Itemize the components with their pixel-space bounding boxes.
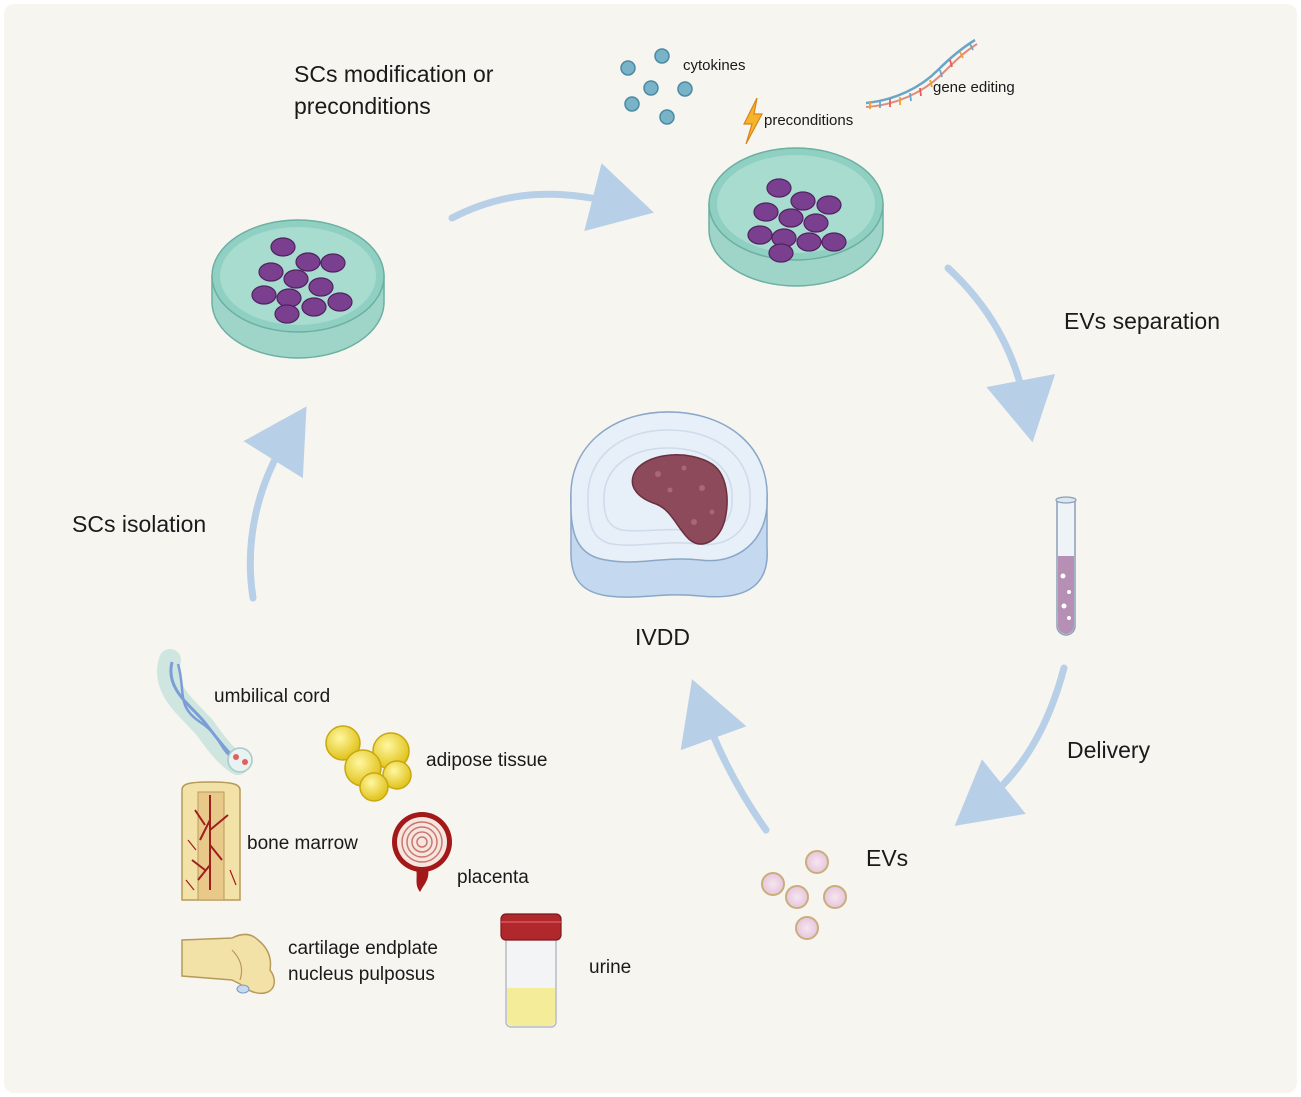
step-label-delivery: Delivery	[1067, 737, 1151, 763]
arrow-separation	[944, 264, 1056, 443]
arrow-to-ivdd	[680, 679, 770, 834]
ev-vesicles	[761, 850, 847, 940]
arrow-isolation	[243, 406, 307, 602]
bone-marrow-icon	[181, 781, 241, 901]
step-label-isolation: SCs isolation	[72, 511, 207, 537]
vertebra-icon	[181, 933, 275, 995]
source-label-umbilical-cord: umbilical cord	[214, 686, 331, 707]
source-label-nucleus-pulposus: nucleus pulposus	[288, 964, 435, 985]
source-label-urine: urine	[589, 957, 632, 978]
urine-jar-icon	[500, 913, 562, 1028]
step-label-separation: EVs separation	[1064, 308, 1220, 334]
petri-dish-left	[211, 219, 385, 359]
placenta-icon	[392, 812, 452, 892]
label-gene-editing: gene editing	[933, 79, 1015, 96]
arrow-modification	[448, 163, 654, 232]
umbilical-cord-icon	[157, 649, 253, 775]
label-cytokines: cytokines	[683, 57, 746, 74]
ivdd-disc	[570, 411, 768, 598]
source-label-adipose-tissue: adipose tissue	[426, 750, 548, 771]
dna-icon	[865, 38, 978, 109]
petri-dish-right	[708, 147, 884, 287]
source-label-bone-marrow: bone marrow	[247, 833, 358, 854]
label-evs: EVs	[866, 845, 909, 871]
step-label-modification-line2: preconditions	[294, 93, 431, 119]
adipose-tissue-icon	[325, 725, 412, 802]
lightning-icon	[743, 97, 763, 145]
step-label-modification: SCs modification or	[294, 61, 494, 87]
center-label-ivdd: IVDD	[635, 624, 690, 650]
arrow-delivery	[954, 664, 1068, 826]
cytokine-beads	[620, 48, 693, 125]
source-label-placenta: placenta	[457, 867, 529, 888]
label-preconditions: preconditions	[764, 112, 854, 129]
test-tube	[1055, 496, 1077, 636]
source-label-cartilage-endplate: cartilage endplate	[288, 938, 438, 959]
